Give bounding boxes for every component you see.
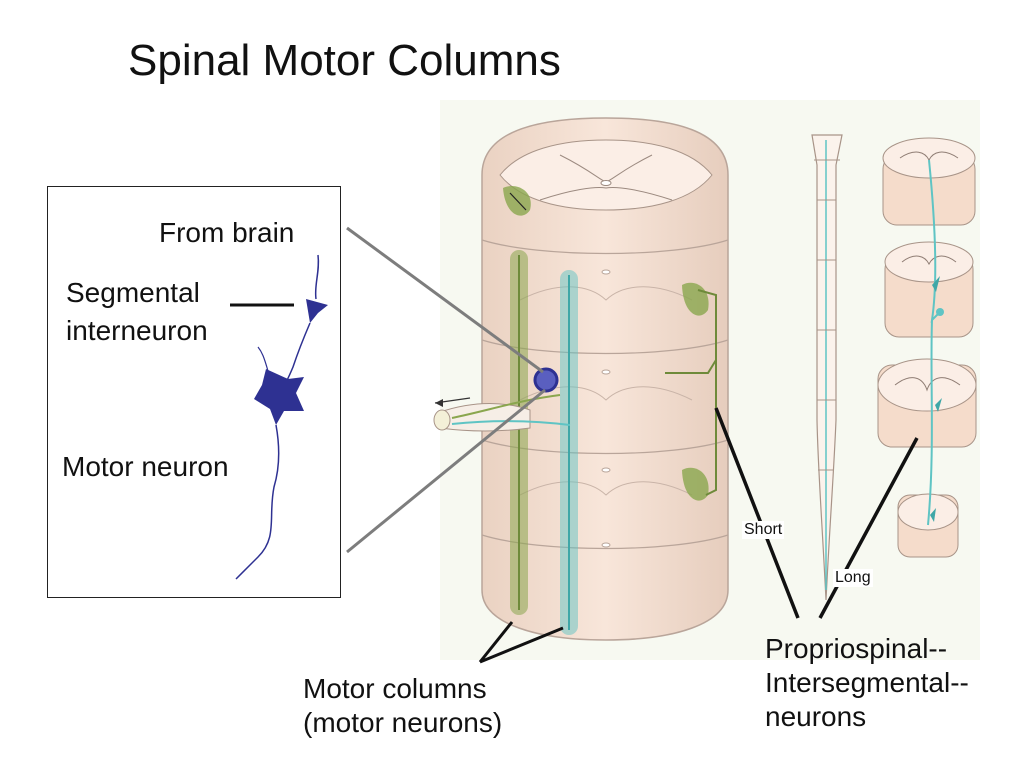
motor-columns-label-line1: Motor columns	[303, 673, 487, 704]
proprio-label-line2: Intersegmental--	[765, 667, 969, 698]
teal-motor-column	[560, 270, 578, 635]
cord-segment-3	[877, 358, 977, 448]
short-pointer-line	[714, 407, 800, 619]
green-column-pointer	[478, 621, 514, 663]
cord-segment-2	[884, 241, 974, 338]
long-spinal-cord	[811, 134, 843, 601]
callout-line-upper	[346, 226, 544, 374]
propriospinal-green-pathway	[503, 186, 717, 501]
ventral-root	[433, 394, 571, 432]
spinal-cord-cylinder	[481, 117, 729, 641]
teal-column-pointer	[479, 626, 564, 664]
proprio-label-line3: neurons	[765, 701, 867, 732]
motor-columns-label-line2: (motor neurons)	[303, 707, 503, 738]
neuron-inset-box: From brain Segmental interneuron Motor n…	[47, 186, 341, 598]
short-label: Short	[742, 521, 785, 539]
cord-segment-1	[882, 137, 976, 226]
page-title: Spinal Motor Columns	[128, 36, 561, 85]
callout-line-lower	[346, 388, 546, 554]
cord-segments-stack	[877, 137, 977, 558]
long-pointer-line	[818, 437, 919, 619]
green-motor-column	[510, 250, 528, 615]
cord-segment-4	[897, 493, 959, 558]
segmental-label-line2: interneuron	[66, 315, 208, 346]
proprio-label-line1: Propriospinal--	[765, 633, 948, 664]
highlight-circle	[533, 367, 559, 393]
segmental-label-line1: Segmental	[66, 277, 200, 308]
long-label: Long	[833, 569, 873, 587]
from-brain-label: From brain	[159, 217, 295, 248]
motor-neuron-label: Motor neuron	[62, 451, 229, 482]
neuron-drawing	[230, 254, 328, 580]
